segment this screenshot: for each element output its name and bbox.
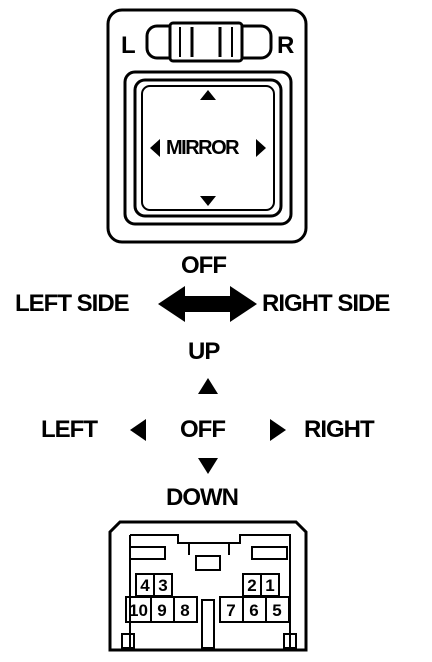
right-side-label: RIGHT SIDE bbox=[262, 290, 390, 317]
down-label: DOWN bbox=[166, 484, 239, 511]
pad-up-arrow-icon bbox=[200, 90, 216, 100]
switch-housing bbox=[106, 8, 308, 244]
connector-pin-grid bbox=[125, 573, 290, 623]
pin-number: 8 bbox=[180, 601, 190, 620]
pad-down-arrow-icon bbox=[200, 196, 216, 206]
mirror-label: MIRROR bbox=[166, 137, 240, 159]
left-side-label: LEFT SIDE bbox=[15, 290, 130, 317]
pin-number: 9 bbox=[157, 601, 167, 620]
up-arrow-icon bbox=[198, 378, 218, 394]
pin-number: 3 bbox=[158, 576, 168, 595]
pin-number: 6 bbox=[249, 601, 259, 620]
left-letter: L bbox=[121, 32, 136, 59]
up-label: UP bbox=[188, 338, 220, 365]
left-arrow-icon bbox=[130, 419, 146, 441]
pin-number: 1 bbox=[265, 576, 275, 595]
pin-number: 5 bbox=[272, 601, 282, 620]
mirror-adjust-pad bbox=[123, 70, 293, 226]
pin-number: 4 bbox=[140, 576, 150, 595]
right-label: RIGHT bbox=[304, 416, 375, 443]
pad-left-arrow-icon bbox=[150, 139, 160, 157]
right-letter: R bbox=[277, 32, 294, 59]
side-select-slider bbox=[145, 21, 273, 63]
pin-number: 10 bbox=[129, 601, 148, 620]
pin-number: 2 bbox=[247, 576, 257, 595]
right-arrow-icon bbox=[270, 419, 286, 441]
down-arrow-icon bbox=[198, 458, 218, 474]
side-double-arrow-icon bbox=[158, 286, 257, 322]
pad-right-arrow-icon bbox=[256, 139, 266, 157]
left-label: LEFT bbox=[41, 416, 98, 443]
direction-off-label: OFF bbox=[180, 416, 226, 443]
connector-housing bbox=[108, 520, 308, 652]
pin-number: 7 bbox=[226, 601, 236, 620]
side-off-label: OFF bbox=[181, 252, 227, 279]
